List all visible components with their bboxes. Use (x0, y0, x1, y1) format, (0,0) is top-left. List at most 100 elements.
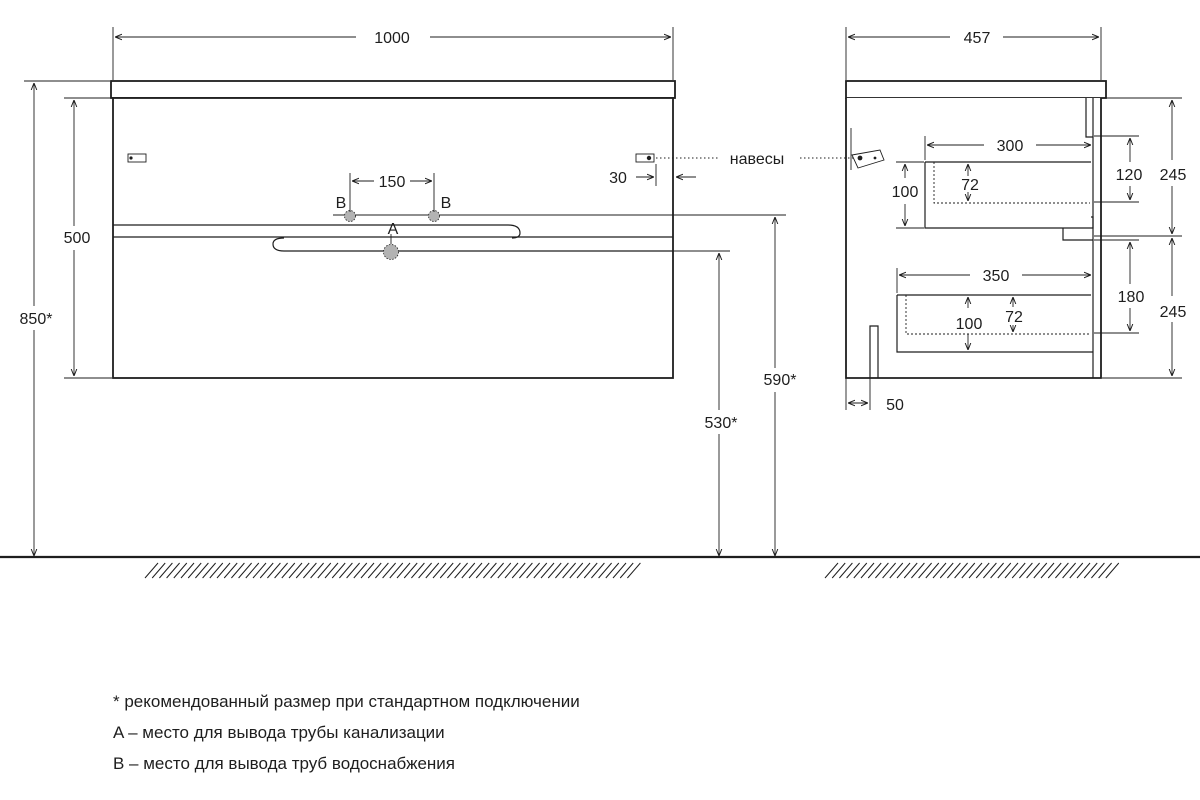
floor-hatch-stroke (875, 562, 889, 579)
floor-hatch-stroke (504, 562, 519, 579)
note-water-pipes: B – место для вывода труб водоснабжения (113, 754, 455, 773)
dim-body-height: 500 (64, 230, 91, 247)
front-cabinet-body (112, 97, 674, 379)
floor-hatch-stroke (288, 562, 303, 579)
floor-hatch-stroke (968, 562, 983, 579)
floor-hatch-stroke (975, 562, 990, 579)
front-handle-lower (272, 237, 673, 252)
floor-hatch-stroke (202, 562, 216, 579)
dim-total-height: 850* (20, 311, 53, 328)
front-hanger-left (127, 153, 147, 163)
dim-lower-offset: 180 (1118, 289, 1145, 306)
floor-hatch-stroke (187, 562, 202, 579)
floor-hatch-stroke (468, 562, 483, 579)
floor-hatch-stroke (295, 562, 310, 579)
floor-hatch-stroke (173, 562, 188, 579)
floor-hatch-stroke (1055, 562, 1069, 579)
floor-hatch-stroke (1047, 562, 1062, 579)
floor-hatch-stroke (846, 562, 860, 579)
dim-width: 1000 (374, 30, 410, 47)
dim-hanger-offset: 30 (609, 170, 627, 187)
floor-hatch-stroke (605, 562, 620, 579)
floor-hatch-stroke (159, 562, 173, 579)
floor-hatch-stroke (367, 562, 382, 579)
floor-hatch-stroke (997, 562, 1012, 579)
floor-hatch-stroke (583, 562, 598, 579)
floor-hatch-stroke (882, 562, 896, 579)
floor-hatch-stroke (1019, 562, 1033, 579)
upper-drawer-rail (1062, 228, 1093, 241)
dim-height-b: 590* (764, 372, 797, 389)
floor-hatch-stroke (166, 562, 180, 579)
pipe-outlet-b-right (428, 210, 440, 222)
floor-hatch-stroke (990, 562, 1004, 579)
upper-drawer-box (924, 162, 1094, 229)
front-countertop (110, 80, 676, 99)
pipe-outlet-a (383, 244, 399, 260)
floor-hatch-stroke (889, 562, 904, 579)
floor-hatch-stroke (896, 562, 911, 579)
floor-hatch-stroke (475, 562, 490, 579)
floor-hatch-stroke (209, 562, 224, 579)
label-hangers: навесы (730, 151, 784, 168)
floor-hatch-stroke (360, 562, 375, 579)
floor-hatch-stroke (331, 562, 346, 579)
floor-hatch-stroke (961, 562, 976, 579)
note-recommended: * рекомендованный размер при стандартном… (113, 692, 580, 711)
floor-hatch-stroke (1069, 562, 1084, 579)
dim-upper-inner-height: 72 (961, 177, 979, 194)
floor-hatch-stroke (939, 562, 954, 579)
floor-hatch-stroke (569, 562, 584, 579)
floor-hatch-stroke (439, 562, 454, 579)
floor-hatch-stroke (461, 562, 476, 579)
floor-hatch-stroke (389, 562, 404, 579)
lower-drawer-inner (905, 295, 1090, 335)
upper-drawer-inner (933, 162, 1090, 204)
floor-hatch-left (144, 562, 641, 579)
side-cabinet-body (845, 98, 1102, 379)
lower-drawer-box (896, 295, 1093, 353)
floor-hatch-stroke (245, 562, 260, 579)
floor-hatch-stroke (216, 562, 231, 579)
floor-hatch-stroke (526, 562, 540, 579)
floor-hatch-stroke (547, 562, 562, 579)
floor-hatch-stroke (447, 562, 461, 579)
floor-hatch-stroke (274, 562, 288, 579)
side-front-lip (1085, 98, 1093, 138)
dim-pipe-spacing: 150 (379, 174, 406, 191)
floor-hatch-stroke (562, 562, 576, 579)
floor-hatch-stroke (324, 562, 339, 579)
floor-hatch-stroke (954, 562, 968, 579)
floor-hatch-stroke (375, 562, 389, 579)
floor-hatch-stroke (382, 562, 396, 579)
floor-hatch-stroke (1062, 562, 1076, 579)
floor-hatch-stroke (598, 562, 612, 579)
floor-hatch-stroke (903, 562, 918, 579)
floor-hatch-stroke (353, 562, 368, 579)
floor-hatch-stroke (317, 562, 332, 579)
floor-hatch-stroke (519, 562, 533, 579)
floor-hatch-stroke (411, 562, 425, 579)
floor-hatch-stroke (303, 562, 317, 579)
floor-hatch-stroke (497, 562, 512, 579)
floor-hatch-stroke (432, 562, 447, 579)
floor-hatch-stroke (490, 562, 504, 579)
dim-upper-drawer-depth: 300 (997, 138, 1024, 155)
floor-hatch-stroke (252, 562, 267, 579)
floor-hatch-stroke (425, 562, 440, 579)
front-handle-upper (113, 224, 521, 239)
side-view: навесы 457 300 100 72 120 245 (730, 27, 1186, 414)
floor-hatch-stroke (824, 562, 839, 579)
floor-hatch-stroke (1083, 562, 1098, 579)
floor-hatch-stroke (925, 562, 940, 579)
floor-hatch-stroke (339, 562, 353, 579)
floor-hatch-stroke (231, 562, 245, 579)
floor-hatch-stroke (918, 562, 932, 579)
dim-depth: 457 (964, 30, 991, 47)
floor-hatch-stroke (1098, 562, 1112, 579)
floor-hatch-stroke (281, 562, 296, 579)
floor-hatch-stroke (180, 562, 195, 579)
floor-hatch-stroke (555, 562, 569, 579)
dim-lower-drawer-depth: 350 (983, 268, 1010, 285)
